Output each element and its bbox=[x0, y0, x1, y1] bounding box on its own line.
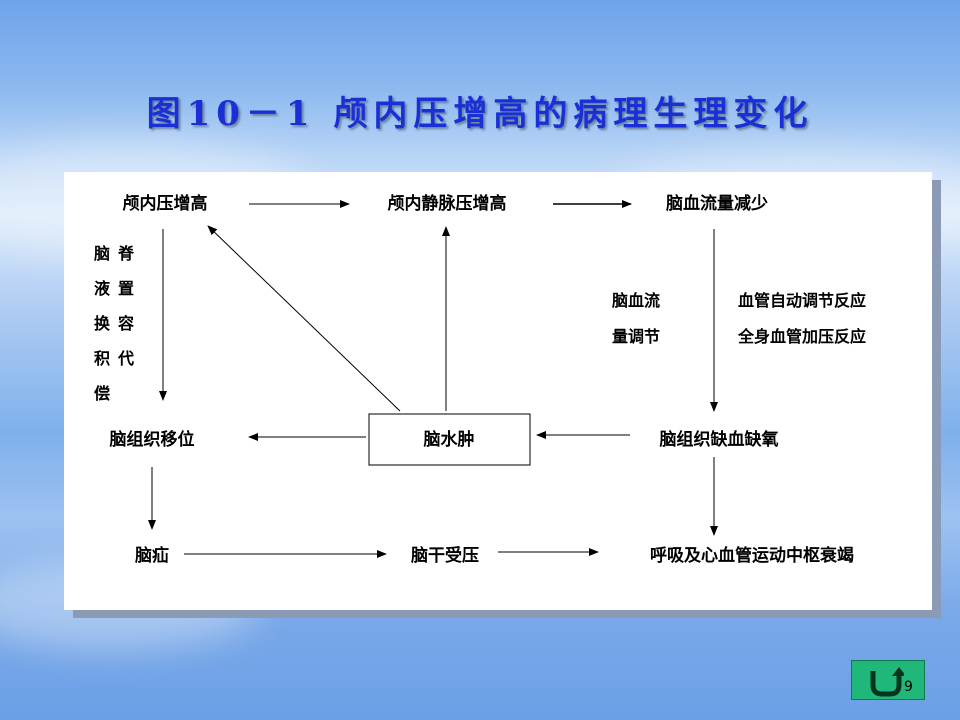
csf-char: 液 bbox=[94, 279, 111, 298]
csf-char: 积 bbox=[94, 349, 110, 368]
csf-char: 代 bbox=[117, 349, 134, 368]
node-edema-box bbox=[368, 413, 531, 466]
diagram-panel bbox=[64, 172, 932, 610]
node-brainstem: 脑干受压 bbox=[411, 545, 479, 566]
csf-char: 脑 bbox=[94, 244, 110, 263]
return-arrow-icon bbox=[870, 667, 904, 697]
node-venous-pressure: 颅内静脉压增高 bbox=[388, 193, 507, 214]
label-cbf-regulation-2: 量调节 bbox=[612, 327, 660, 346]
label-reflex-1: 血管自动调节反应 bbox=[738, 291, 866, 310]
node-brain-shift: 脑组织移位 bbox=[110, 429, 195, 450]
node-edema: 脑水肿 bbox=[424, 429, 475, 450]
label-csf-compensation: 脑 液 换 积 偿 脊 置 容 代 bbox=[94, 244, 135, 403]
csf-char: 换 bbox=[94, 314, 111, 333]
label-cbf-regulation-1: 脑血流 bbox=[612, 291, 660, 310]
csf-char: 脊 bbox=[117, 244, 135, 263]
arrow-edema-to-icp bbox=[207, 225, 401, 412]
slide-title: 图10－1 颅内压增高的病理生理变化 bbox=[146, 94, 814, 134]
return-button[interactable] bbox=[851, 660, 925, 700]
csf-char: 容 bbox=[117, 314, 134, 333]
label-reflex-2: 全身血管加压反应 bbox=[737, 327, 866, 346]
node-failure: 呼吸及心血管运动中枢衰竭 bbox=[650, 545, 854, 566]
node-cbf-decrease: 脑血流量减少 bbox=[666, 193, 768, 214]
csf-char: 偿 bbox=[94, 384, 110, 403]
node-icp-increase: 颅内压增高 bbox=[123, 193, 208, 214]
node-ischemia: 脑组织缺血缺氧 bbox=[660, 429, 779, 450]
csf-char: 置 bbox=[118, 279, 134, 298]
node-hernia: 脑疝 bbox=[135, 545, 169, 566]
page-number: 9 bbox=[904, 679, 913, 695]
